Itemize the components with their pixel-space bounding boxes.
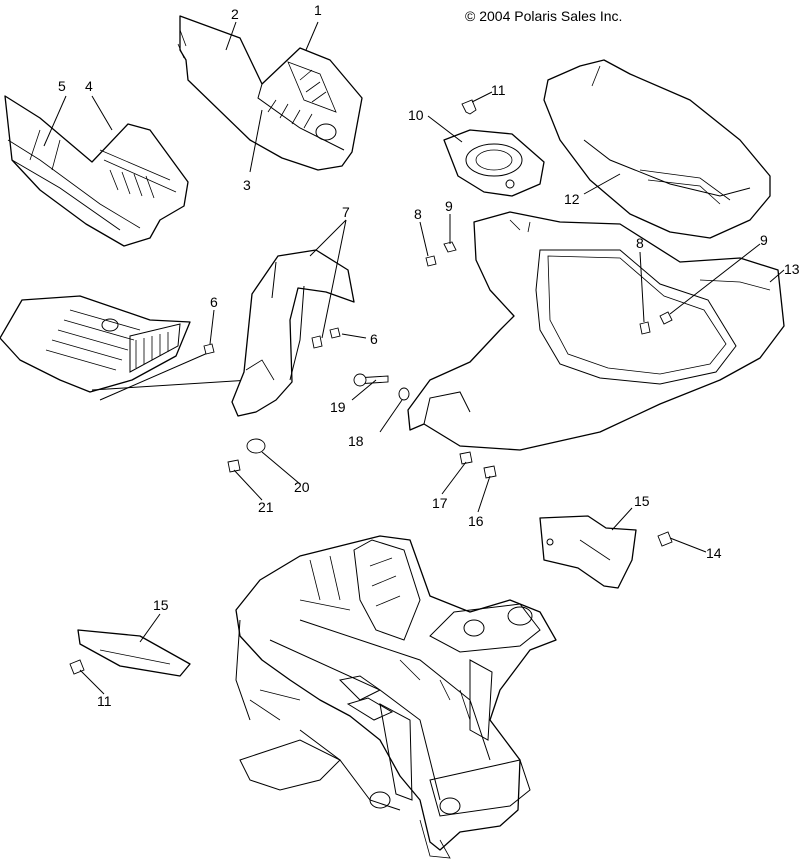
- fastener-6-left: [203, 343, 215, 355]
- callout-18: 18: [348, 433, 364, 449]
- chassis-frame: [235, 535, 557, 859]
- left-footrest: [4, 95, 189, 247]
- callout-19: 19: [330, 399, 346, 415]
- callout-15-right: 15: [634, 493, 650, 509]
- seat-bracket: [443, 129, 545, 197]
- bolt-11-top: [461, 99, 477, 115]
- washer-20: [246, 438, 266, 454]
- nut-8-left: [425, 255, 437, 267]
- rear-fender: [407, 211, 785, 451]
- callout-15-left: 15: [153, 597, 169, 613]
- callout-4: 4: [85, 78, 93, 94]
- callout-21: 21: [258, 499, 274, 515]
- footrest-grid: [0, 295, 251, 401]
- bolt-14: [657, 531, 673, 547]
- skid-plate-left: [77, 629, 191, 677]
- washer-18: [398, 387, 410, 401]
- rear-fender-flap: [231, 249, 355, 417]
- callout-13: 13: [784, 261, 800, 277]
- callout-12: 12: [564, 191, 580, 207]
- callout-6-right: 6: [370, 331, 378, 347]
- callout-16: 16: [468, 513, 484, 529]
- seat: [543, 59, 771, 239]
- callout-2: 2: [231, 6, 239, 22]
- hardware: [69, 99, 673, 675]
- callout-3: 3: [243, 177, 251, 193]
- callout-1: 1: [314, 2, 322, 18]
- callout-17: 17: [432, 495, 448, 511]
- clip-9-left: [443, 241, 457, 253]
- callout-8-right: 8: [636, 235, 644, 251]
- callout-10: 10: [408, 107, 424, 123]
- callout-11-bottom: 11: [97, 693, 112, 709]
- nut-8-right: [639, 321, 651, 335]
- left-footwell-panel: [177, 15, 363, 171]
- nut-16: [483, 465, 497, 479]
- clip-9-right: [659, 311, 673, 325]
- callout-8-left: 8: [414, 206, 422, 222]
- callout-labels: 1 2 3 4 5 6 6 7 8 8 9 9 10 11 11 12 13 1…: [58, 2, 800, 709]
- fastener-6-right: [329, 327, 341, 339]
- nut-21: [227, 459, 241, 473]
- skid-plate-right: [539, 515, 637, 589]
- callout-5: 5: [58, 78, 66, 94]
- callout-7: 7: [342, 204, 350, 220]
- callout-20: 20: [294, 479, 310, 495]
- copyright-notice: © 2004 Polaris Sales Inc.: [465, 8, 622, 24]
- callout-11-top: 11: [491, 82, 506, 98]
- callout-14: 14: [706, 545, 722, 561]
- clip-7: [311, 335, 323, 349]
- nut-17: [459, 451, 473, 465]
- leader-lines: [43, 21, 785, 695]
- callout-9-right: 9: [760, 232, 768, 248]
- callout-6-left: 6: [210, 294, 218, 310]
- callout-9-left: 9: [445, 198, 453, 214]
